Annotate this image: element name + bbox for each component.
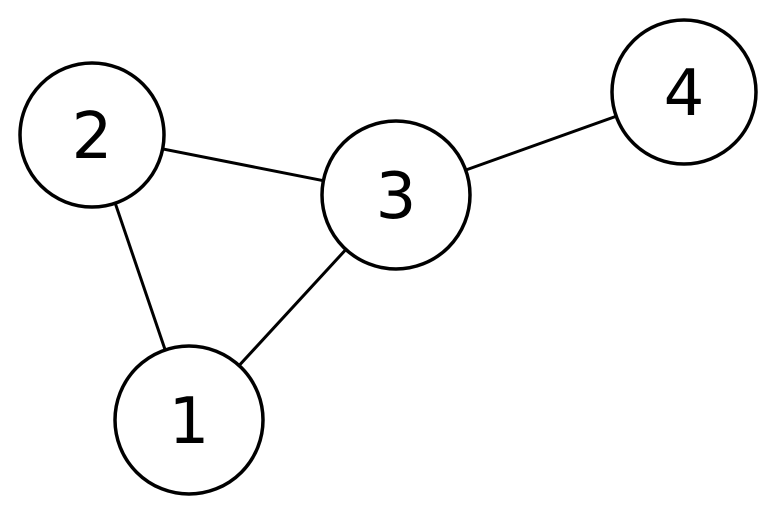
node-3: 3 bbox=[320, 119, 472, 271]
node-circle-1 bbox=[113, 344, 265, 496]
node-label-1: 1 bbox=[169, 385, 210, 459]
node-label-3: 3 bbox=[376, 160, 417, 234]
node-circle-2 bbox=[18, 61, 166, 209]
node-label-2: 2 bbox=[72, 100, 113, 174]
node-2: 2 bbox=[18, 61, 166, 209]
node-4: 4 bbox=[610, 18, 758, 166]
node-1: 1 bbox=[113, 344, 265, 496]
node-circle-3 bbox=[320, 119, 472, 271]
node-label-4: 4 bbox=[664, 57, 705, 131]
node-circle-4 bbox=[610, 18, 758, 166]
